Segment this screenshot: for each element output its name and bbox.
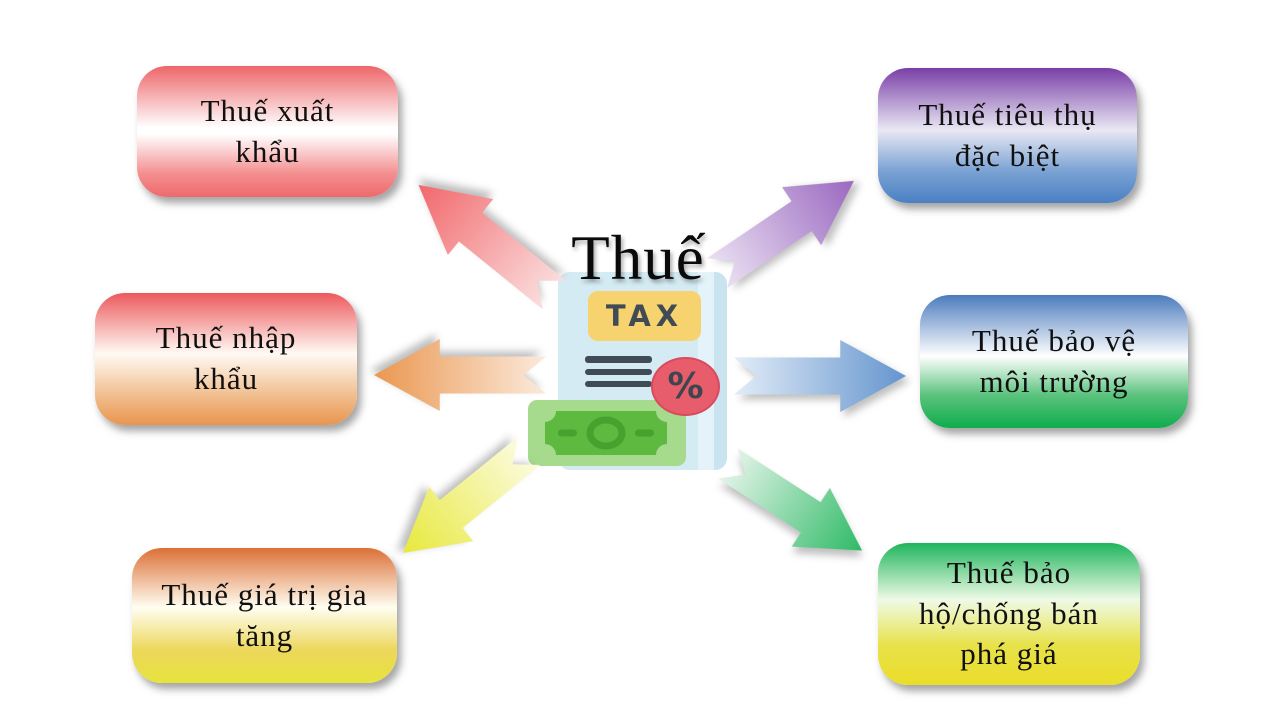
percent-glyph: % xyxy=(667,366,704,407)
node-label: Thuế xuất khẩu xyxy=(200,92,335,169)
node-thue-bao-ve-moi-truong: Thuế bảo vệ môi trường xyxy=(920,295,1188,428)
tax-badge-label: TAX xyxy=(605,299,684,333)
node-thue-tieu-thu-dac-biet: Thuế tiêu thụ đặc biệt xyxy=(878,68,1137,203)
arrow-up-right-icon xyxy=(698,152,874,302)
text-line-icon xyxy=(585,369,652,375)
node-label: Thuế nhập khẩu xyxy=(155,320,297,396)
text-line-icon xyxy=(585,356,652,363)
node-thue-gia-tri-gia-tang: Thuế giá trị gia tăng xyxy=(132,548,397,683)
node-label: Thuế bảo hộ/chống bán phá giá xyxy=(919,554,1099,672)
node-thue-bao-ho-chong-ban-pha-gia: Thuế bảo hộ/chống bán phá giá xyxy=(878,543,1140,685)
node-thue-xuat-khau: Thuế xuất khẩu xyxy=(137,66,398,197)
text-line-icon xyxy=(585,381,652,387)
tax-badge: TAX xyxy=(588,291,701,341)
document-edge xyxy=(714,272,727,470)
arrow-down-right-icon xyxy=(709,434,881,580)
money-bill-icon xyxy=(528,400,686,466)
arrow-left-icon xyxy=(374,339,546,411)
arrow-right-icon xyxy=(734,340,906,412)
node-label: Thuế bảo vệ môi trường xyxy=(971,322,1137,399)
arrow-up-left-icon xyxy=(396,157,577,323)
node-label: Thuế giá trị gia tăng xyxy=(161,576,368,653)
node-label: Thuế tiêu thụ đặc biệt xyxy=(918,96,1097,173)
arrow-down-left-icon xyxy=(381,424,551,580)
percent-icon: % xyxy=(651,357,720,416)
diagram-title: Thuế xyxy=(571,223,705,293)
node-thue-nhap-khau: Thuế nhập khẩu xyxy=(95,293,357,425)
